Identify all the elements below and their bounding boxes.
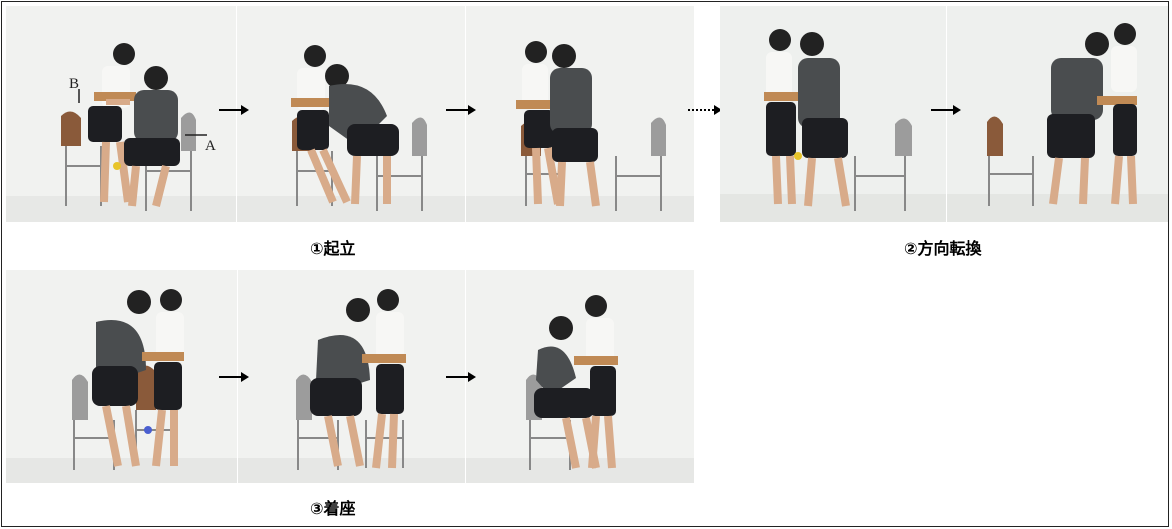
photo-standing-1 bbox=[6, 6, 236, 222]
arrow-right-icon bbox=[446, 372, 476, 382]
arrow-right-icon bbox=[931, 105, 961, 115]
photo-turning-1-image bbox=[720, 6, 946, 222]
photo-standing-3-image bbox=[466, 6, 694, 222]
arrow-right-icon bbox=[446, 105, 476, 115]
photo-sitting-3 bbox=[466, 270, 694, 483]
photo-standing-2-image bbox=[237, 6, 465, 222]
photo-standing-2 bbox=[237, 6, 465, 222]
marker-label-a: A bbox=[205, 138, 216, 154]
photo-standing-1-image bbox=[6, 6, 236, 222]
caption-standing: ①起立 bbox=[310, 239, 356, 258]
caption-sitting: ③着座 bbox=[310, 499, 356, 518]
photo-turning-2-image bbox=[947, 6, 1168, 222]
marker-line-a bbox=[185, 134, 207, 136]
photo-turning-2 bbox=[947, 6, 1168, 222]
arrow-right-icon bbox=[219, 372, 249, 382]
photo-sitting-2-image bbox=[238, 270, 465, 483]
photo-sitting-1-image bbox=[6, 270, 237, 483]
photo-sitting-2 bbox=[238, 270, 465, 483]
marker-label-b: B bbox=[69, 76, 80, 92]
photo-standing-3 bbox=[466, 6, 694, 222]
caption-turning: ②方向転換 bbox=[904, 239, 982, 258]
photo-sitting-3-image bbox=[466, 270, 694, 483]
photo-turning-1 bbox=[720, 6, 946, 222]
arrow-right-icon bbox=[219, 105, 249, 115]
photo-sitting-1 bbox=[6, 270, 237, 483]
marker-line-b bbox=[78, 89, 80, 103]
dotted-arrow-right-icon bbox=[688, 105, 722, 115]
